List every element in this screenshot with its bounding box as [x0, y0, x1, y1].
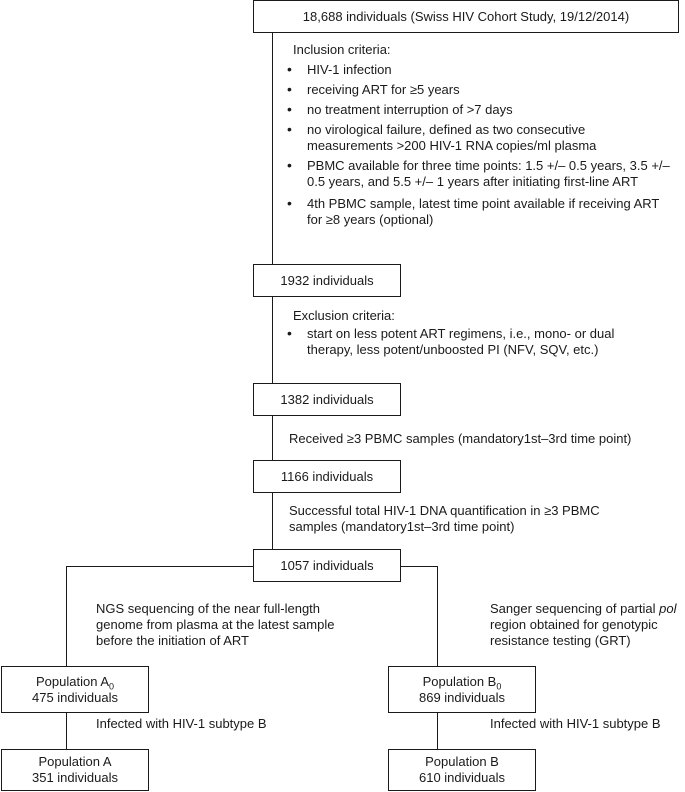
sanger-step-label: Sanger sequencing of partial pol region …: [490, 601, 677, 648]
connector-right-branch: [437, 566, 438, 666]
subtype-a-label: Infected with HIV-1 subtype B: [96, 716, 267, 731]
exclusion-criteria-title: Exclusion criteria:: [293, 308, 395, 323]
population-a-count: 351 individuals: [31, 770, 118, 785]
population-a0-subscript: 0: [109, 681, 115, 692]
inclusion-criteria-title: Inclusion criteria:: [293, 42, 391, 57]
population-b-count: 610 individuals: [418, 770, 505, 785]
inclusion-result-box: 1932 individuals: [253, 264, 401, 297]
population-a-box: Population A 351 individuals: [1, 749, 149, 791]
connector-split-right: [398, 566, 437, 567]
root-cohort-box: 18,688 individuals (Swiss HIV Cohort Stu…: [253, 0, 679, 33]
pbmc-result-box: 1166 individuals: [253, 460, 401, 493]
population-b-box: Population B 610 individuals: [388, 749, 536, 791]
root-cohort-label: 18,688 individuals (Swiss HIV Cohort Stu…: [302, 8, 630, 24]
dna-result-label: 1057 individuals: [280, 557, 374, 573]
sanger-gene-name: pol: [659, 601, 677, 616]
subtype-b-label: Infected with HIV-1 subtype B: [490, 716, 661, 731]
dna-result-box: 1057 individuals: [253, 549, 401, 582]
connector-a0-to-a: [66, 713, 67, 749]
population-a-name: Population A: [38, 754, 112, 769]
population-a0-box: Population A0 475 individuals: [1, 666, 149, 713]
population-b0-name: Population B0: [422, 673, 502, 692]
inclusion-item: •PBMC available for three time points: 1…: [287, 157, 670, 189]
population-a0-name: Population A0: [35, 673, 115, 692]
population-a0-count: 475 individuals: [31, 689, 118, 705]
exclusion-criteria-list: •start on less potent ART regimens, i.e.…: [285, 325, 660, 362]
exclusion-item: •start on less potent ART regimens, i.e.…: [287, 325, 615, 357]
ngs-step-label: NGS sequencing of the near full-length g…: [96, 601, 335, 648]
dna-step-label: Successful total HIV-1 DNA quantificatio…: [289, 503, 600, 534]
population-b0-count: 869 individuals: [418, 689, 505, 705]
inclusion-item: •4th PBMC sample, latest time point avai…: [287, 195, 660, 227]
inclusion-item: •receiving ART for ≥5 years: [287, 81, 460, 97]
exclusion-result-box: 1382 individuals: [253, 383, 401, 416]
connector-left-branch: [66, 566, 67, 666]
population-b-name: Population B: [425, 754, 499, 769]
inclusion-item: •HIV-1 infection: [287, 61, 392, 77]
inclusion-item: •no treatment interruption of >7 days: [287, 101, 513, 117]
connector-split-left: [66, 566, 254, 567]
population-b0-subscript: 0: [496, 681, 502, 692]
inclusion-criteria-list: •HIV-1 infection •receiving ART for ≥5 y…: [285, 61, 680, 232]
inclusion-result-label: 1932 individuals: [280, 272, 374, 288]
connector-b0-to-b: [437, 713, 438, 749]
pbmc-step-label: Received ≥3 PBMC samples (mandatory1st–3…: [289, 431, 632, 446]
population-b0-box: Population B0 869 individuals: [388, 666, 536, 713]
inclusion-item: •no virological failure, defined as two …: [287, 121, 597, 153]
pbmc-result-label: 1166 individuals: [280, 468, 374, 484]
exclusion-result-label: 1382 individuals: [280, 391, 374, 407]
